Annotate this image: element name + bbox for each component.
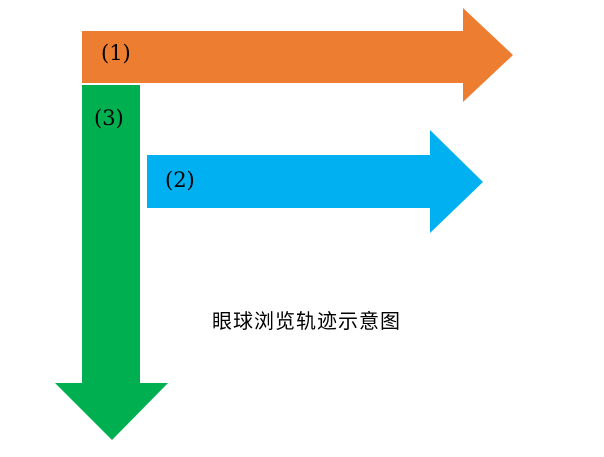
diagram-title: 眼球浏览轨迹示意图: [212, 309, 401, 333]
arrow-3-label: (3): [94, 106, 124, 130]
arrow-1-label: (1): [101, 41, 131, 65]
arrow-2-right-shape: [147, 130, 483, 233]
arrow-2-label: (2): [165, 168, 195, 192]
arrow-3-down-shape: [55, 85, 168, 440]
arrow-1-right-shape: [82, 8, 513, 102]
